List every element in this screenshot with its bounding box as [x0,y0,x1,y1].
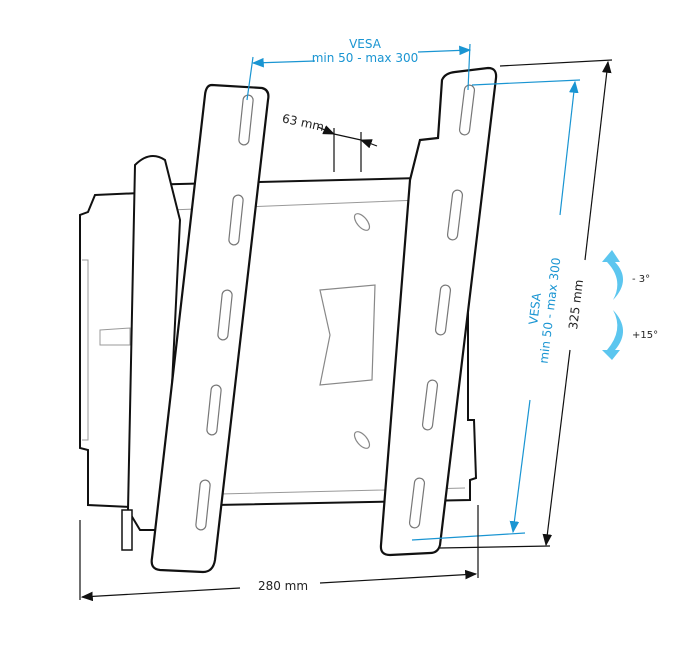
center-bracket [319,284,376,386]
tilt-up-arrow-icon [602,250,624,300]
width-label: 280 mm [258,579,308,593]
left-bolt [121,509,133,551]
vesa-top-title: VESA [349,37,382,51]
tilt-up-label: - 3° [632,274,650,285]
arm-offset-dimension [317,125,378,172]
vesa-side-title: VESA [526,291,544,325]
tilt-arrows [602,250,624,360]
vesa-top-dimension [246,43,472,101]
arm-offset-label: 63 mm [281,111,325,134]
width-dimension [79,505,479,602]
tilt-down-arrow-icon [602,310,624,360]
right-arm [379,66,498,557]
height-label: 325 mm [566,279,586,330]
height-dimension [439,59,613,549]
vesa-side-dimension [411,79,581,541]
vesa-top-range: min 50 - max 300 [312,51,419,65]
tilt-down-label: +15° [632,330,658,341]
left-arm [150,83,270,574]
